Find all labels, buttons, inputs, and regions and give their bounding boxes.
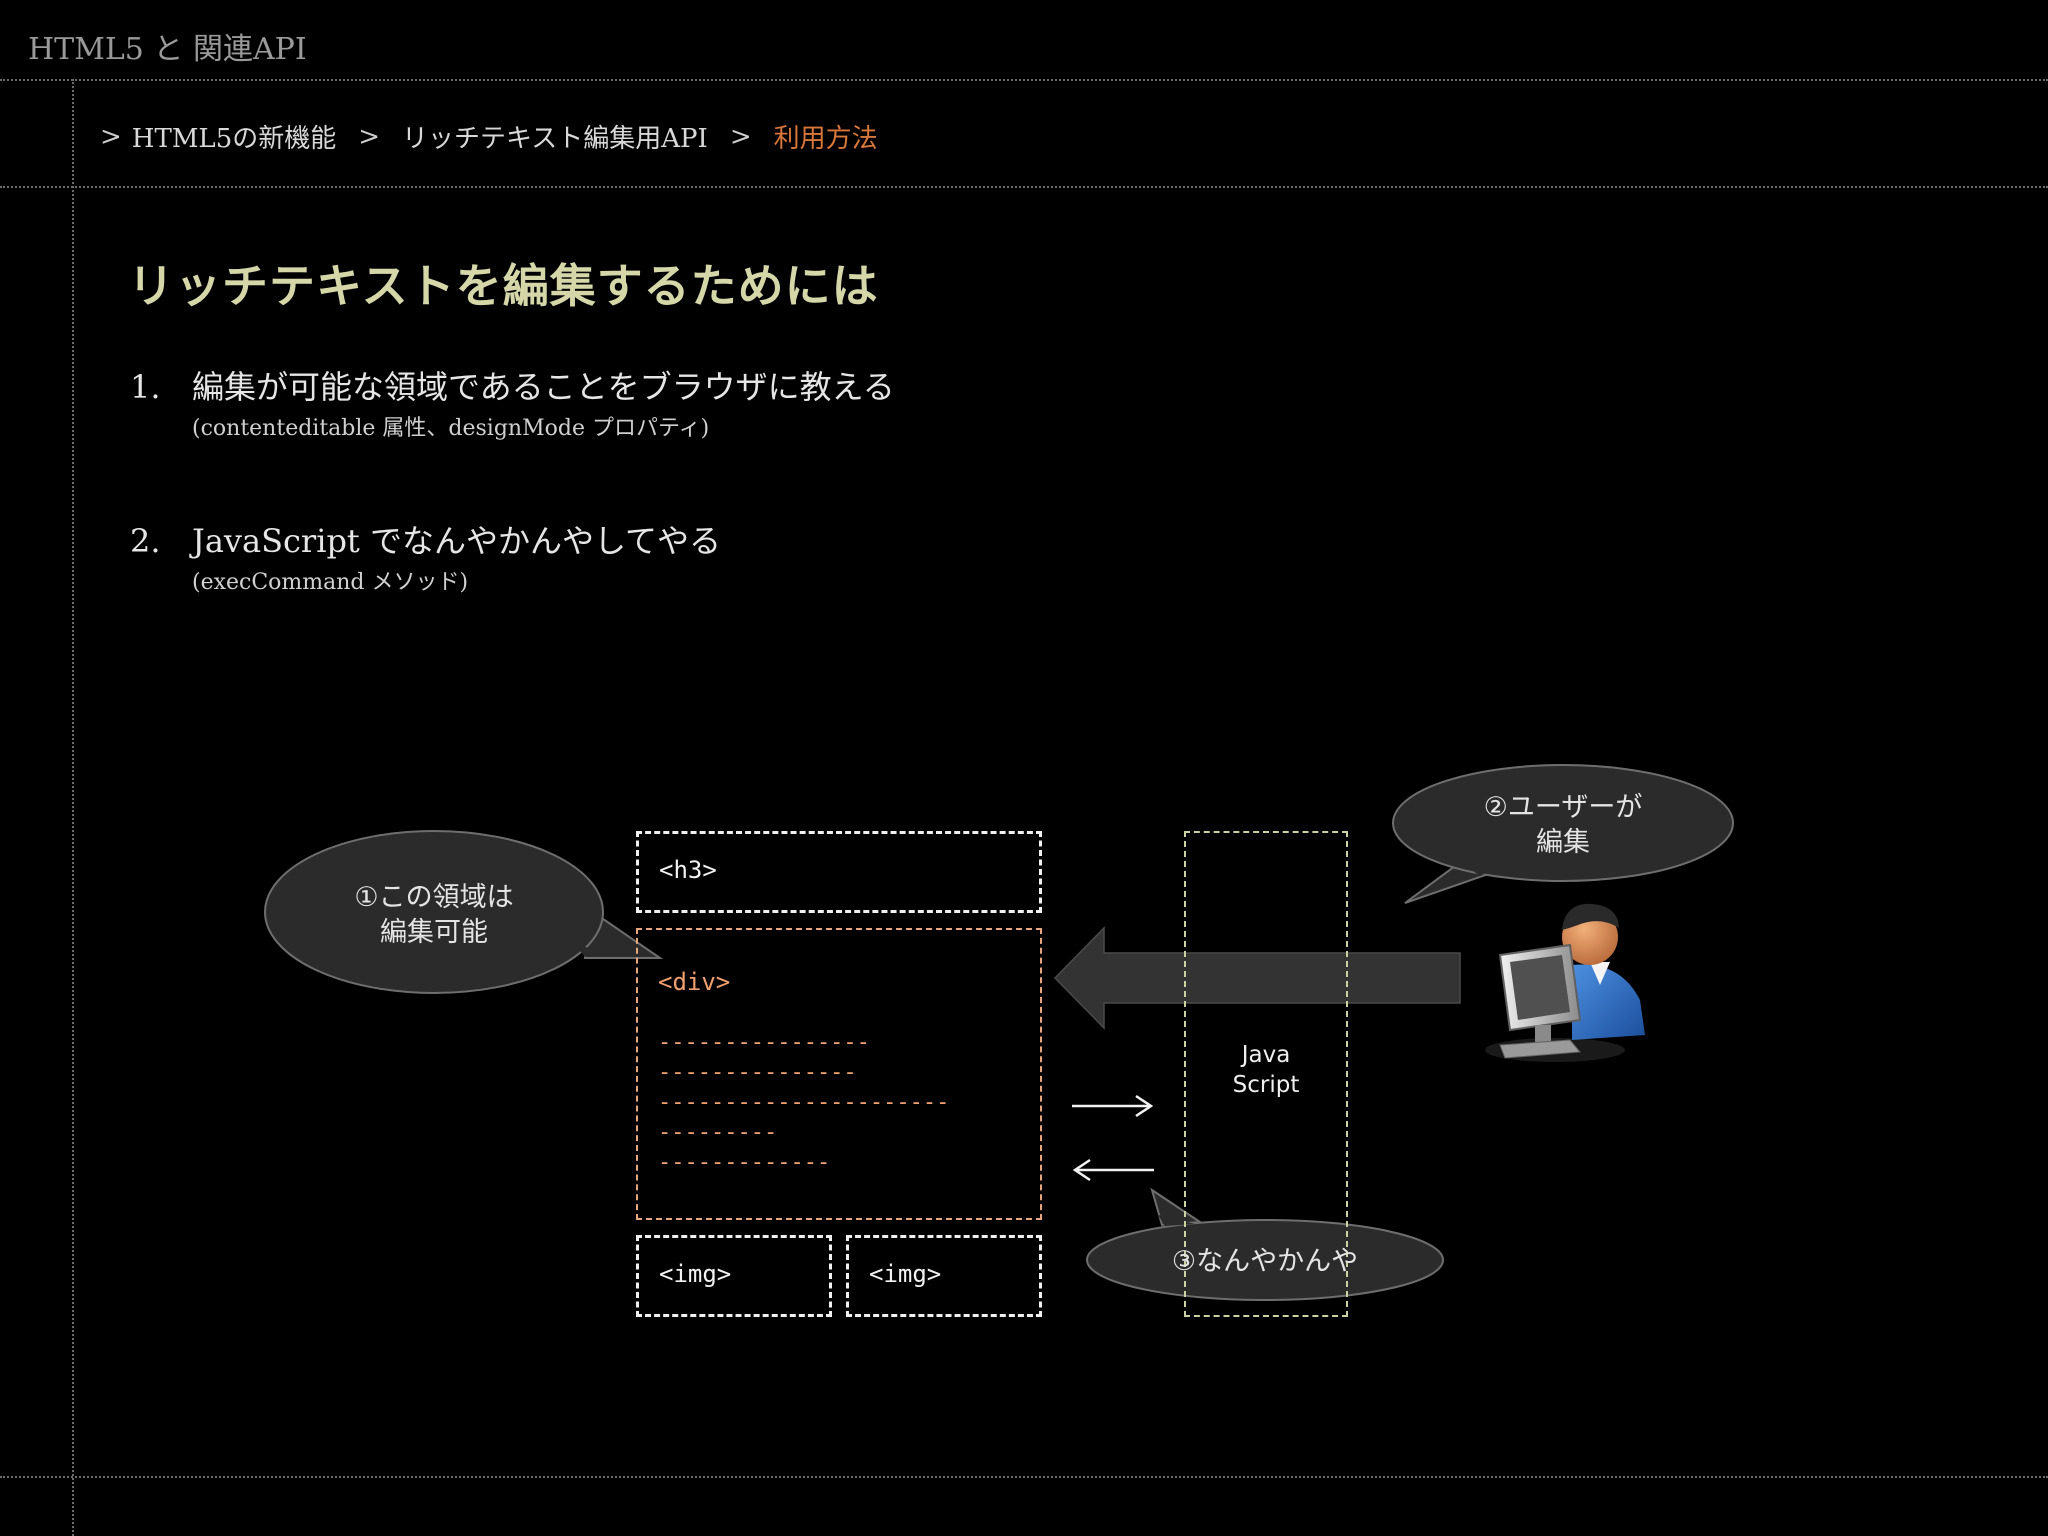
- breadcrumb-separator: >: [729, 121, 752, 152]
- step-number: 1.: [130, 368, 161, 406]
- bubble-editable-text: ①この領域は 編集可能: [334, 880, 534, 950]
- editable-div-box: <div> ---------------- --------------- -…: [636, 928, 1042, 1220]
- breadcrumb-item-rich-text-api[interactable]: リッチテキスト編集用API: [402, 124, 708, 154]
- slide-heading: リッチテキストを編集するためには: [128, 259, 879, 313]
- header-divider: [0, 79, 2048, 81]
- step-note: (contenteditable 属性、designMode プロパティ): [192, 416, 710, 441]
- javascript-label: Java Script: [1186, 1040, 1346, 1100]
- user-at-computer-icon: [1485, 903, 1645, 1062]
- bubble-user-line1: ②ユーザーが: [1483, 792, 1643, 823]
- footer-divider: [0, 1476, 2048, 1478]
- bubble-user-line2: 編集: [1536, 827, 1590, 858]
- left-margin-line: [72, 79, 74, 1536]
- speech-bubble-editable-area: [264, 830, 664, 994]
- javascript-label-line2: Script: [1232, 1072, 1300, 1098]
- img-label: <img>: [659, 1260, 732, 1288]
- bubble-various-text: ③なんやかんや: [1171, 1246, 1359, 1277]
- h3-label: <h3>: [659, 856, 717, 884]
- div-label: <div>: [658, 968, 731, 996]
- img-element-box-1: <img>: [636, 1235, 832, 1317]
- app-title: HTML5 と 関連API: [28, 32, 307, 67]
- img-element-box-2: <img>: [846, 1235, 1042, 1317]
- step-2: 2. JavaScript でなんやかんやしてやる (execCommand メソ…: [130, 516, 721, 596]
- step-note: (execCommand メソッド): [192, 570, 469, 595]
- arrow-left-icon: [1072, 1158, 1154, 1182]
- javascript-label-line1: Java: [1241, 1042, 1291, 1068]
- bubble-editable-line2: 編集可能: [380, 917, 488, 948]
- speech-bubble-user-edits: [1392, 764, 1734, 904]
- img-label: <img>: [869, 1260, 942, 1288]
- edit-flow-arrow: [1053, 926, 1461, 1030]
- javascript-box: Java Script: [1184, 831, 1348, 1317]
- breadcrumb-item-usage: 利用方法: [773, 124, 878, 154]
- breadcrumb-separator: >: [358, 121, 381, 152]
- bubble-editable-line1: ①この領域は: [354, 882, 514, 913]
- bubble-user-text: ②ユーザーが 編集: [1463, 790, 1663, 860]
- speech-bubble-various-stuff: [1086, 1187, 1444, 1301]
- h3-element-box: <h3>: [636, 831, 1042, 913]
- breadcrumb-item-html5-new-features[interactable]: HTML5の新機能: [131, 124, 337, 154]
- arrow-right-icon: [1072, 1094, 1154, 1118]
- div-content-lines: ---------------- --------------- -------…: [658, 1030, 950, 1175]
- step-text: JavaScript でなんやかんやしてやる: [192, 522, 721, 560]
- breadcrumb: > HTML5の新機能 > リッチテキスト編集用API > 利用方法: [100, 118, 878, 155]
- breadcrumb-separator: >: [100, 121, 122, 152]
- step-number: 2.: [130, 522, 161, 560]
- step-text: 編集が可能な領域であることをブラウザに教える: [192, 368, 895, 406]
- step-1: 1. 編集が可能な領域であることをブラウザに教える (contenteditabl…: [130, 362, 895, 442]
- breadcrumb-divider: [0, 186, 2048, 188]
